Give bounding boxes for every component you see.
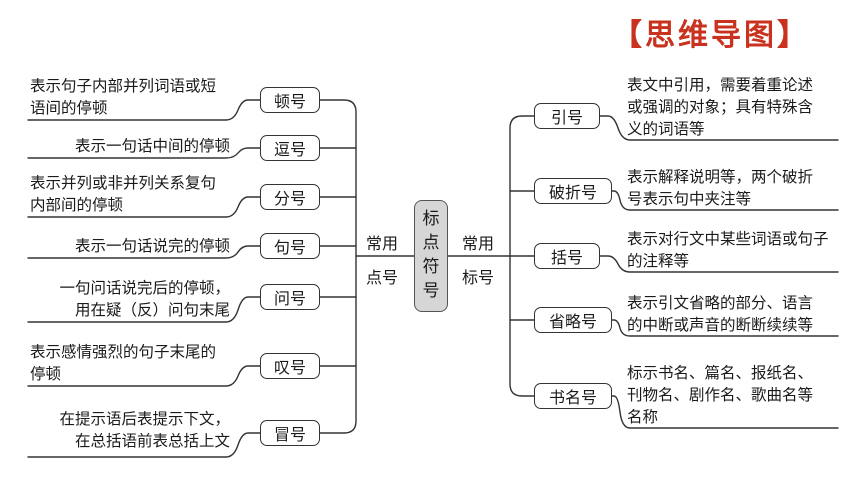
node-maohao: 冒号 <box>260 420 320 446</box>
desc-douhao: 表示一句话中间的停顿 <box>74 137 230 155</box>
node-juhao: 句号 <box>260 233 320 259</box>
node-shuminghao: 书名号 <box>534 383 612 409</box>
node-douhao: 逗号 <box>260 135 320 161</box>
left-trunk <box>319 99 357 257</box>
desc-wenhao: 一句问话说完后的停顿， 用在疑（反）问句末尾 <box>59 279 230 319</box>
right-branch-label-bottom: 标号 <box>462 268 495 287</box>
desc-kuohao: 表示对行文中某些词语或句子 的注释等 <box>627 230 829 270</box>
left-branch-label-top: 常用 <box>366 234 399 253</box>
desc-juhao: 表示一句话说完的停顿 <box>74 237 230 255</box>
right-trunk-bottom <box>509 255 535 397</box>
node-yinhao: 引号 <box>534 103 600 129</box>
node-wenhao: 问号 <box>260 284 320 310</box>
node-shenglüehao: 省略号 <box>534 307 612 333</box>
desc-shenglüehao: 表示引文省略的部分、语言 的中断或声音的断断续续等 <box>627 294 814 334</box>
left-branch-label-bottom: 点号 <box>366 268 399 287</box>
center-node-punctuation: 标 点 符 号 <box>414 200 448 312</box>
desc-yinhao: 表文中引用，需要着重论述 或强调的对象；具有特殊含 义的词语等 <box>627 76 814 138</box>
node-fenhao: 分号 <box>260 184 320 210</box>
desc-tanhao: 表示感情强烈的句子末尾的 停顿 <box>30 343 217 383</box>
node-kuohao: 括号 <box>534 243 600 269</box>
node-pozhehao: 破折号 <box>534 178 612 204</box>
desc-shuminghao: 标示书名、篇名、报纸名、 刊物名、剧作名、歌曲名等 名称 <box>627 364 814 426</box>
desc-pozhehao: 表示解释说明等，两个破折 号表示句中夹注等 <box>627 168 814 208</box>
node-tanhao: 叹号 <box>260 353 320 379</box>
left-trunk-bottom <box>319 255 357 434</box>
right-trunk <box>509 115 535 257</box>
desc-dunhao: 表示句子内部并列词语或短 语间的停顿 <box>30 77 217 117</box>
desc-maohao: 在提示语后表提示下文， 在总括语前表总括上文 <box>59 410 230 450</box>
right-branch-label-top: 常用 <box>462 234 495 253</box>
diagram-title: 【思维导图】 <box>612 18 810 53</box>
desc-fenhao: 表示并列或非并列关系复句 内部间的停顿 <box>30 174 217 214</box>
node-dunhao: 顿号 <box>260 87 320 113</box>
